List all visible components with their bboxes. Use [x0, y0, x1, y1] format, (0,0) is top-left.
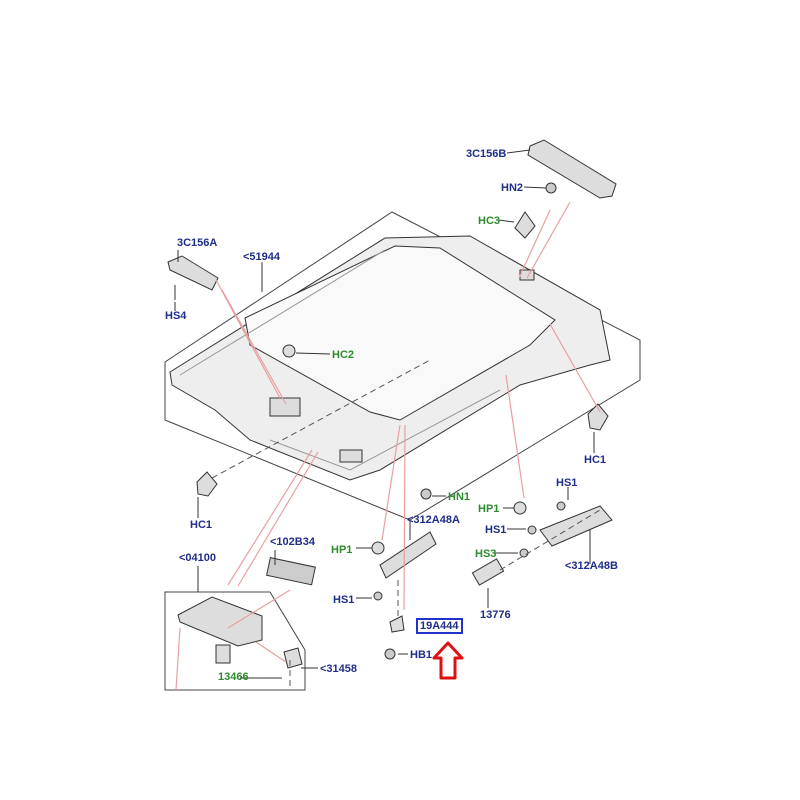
- label-13776: 13776: [480, 609, 511, 621]
- label-hp1-right: HP1: [478, 503, 500, 515]
- label-hb1: HB1: [410, 649, 433, 661]
- label-hs1-mid: HS1: [485, 524, 507, 536]
- part-13776: [471, 558, 505, 586]
- label-312a48a: <312A48A: [407, 514, 460, 526]
- label-13466: 13466: [218, 671, 249, 683]
- sun-visor: [177, 596, 263, 647]
- label-3c156a: 3C156A: [177, 237, 218, 249]
- label-3c156b: 3C156B: [466, 148, 507, 160]
- label-hs1-top: HS1: [556, 477, 578, 489]
- label-hc3: HC3: [478, 215, 501, 227]
- visor-outline: [164, 591, 306, 691]
- label-04100: <04100: [179, 552, 217, 564]
- label-102b34: <102B34: [270, 536, 315, 548]
- label-hc1-left: HC1: [190, 519, 213, 531]
- label-31458: <31458: [320, 663, 358, 675]
- label-hs4: HS4: [165, 310, 187, 322]
- assembly-outline: [164, 211, 641, 521]
- label-51944: <51944: [243, 251, 281, 263]
- label-312a48b: <312A48B: [565, 560, 618, 572]
- label-hp1-left: HP1: [331, 544, 353, 556]
- label-hn2: HN2: [501, 182, 524, 194]
- label-hs3: HS3: [475, 548, 497, 560]
- bracket-3c156a: [167, 255, 219, 291]
- bracket-3c156b: [527, 139, 617, 199]
- label-19a444-highlight: 19A444: [416, 618, 463, 634]
- grab-handle-312a48a: [379, 531, 437, 579]
- label-hn1: HN1: [448, 491, 471, 503]
- sunroof-opening: [244, 245, 556, 421]
- grab-handle-312a48b: [539, 505, 613, 547]
- mirror-102b34: [266, 557, 316, 586]
- label-hc2: HC2: [332, 349, 355, 361]
- label-hc1-right: HC1: [584, 454, 607, 466]
- up-arrow-icon: [432, 641, 464, 680]
- label-hs1-left: HS1: [333, 594, 355, 606]
